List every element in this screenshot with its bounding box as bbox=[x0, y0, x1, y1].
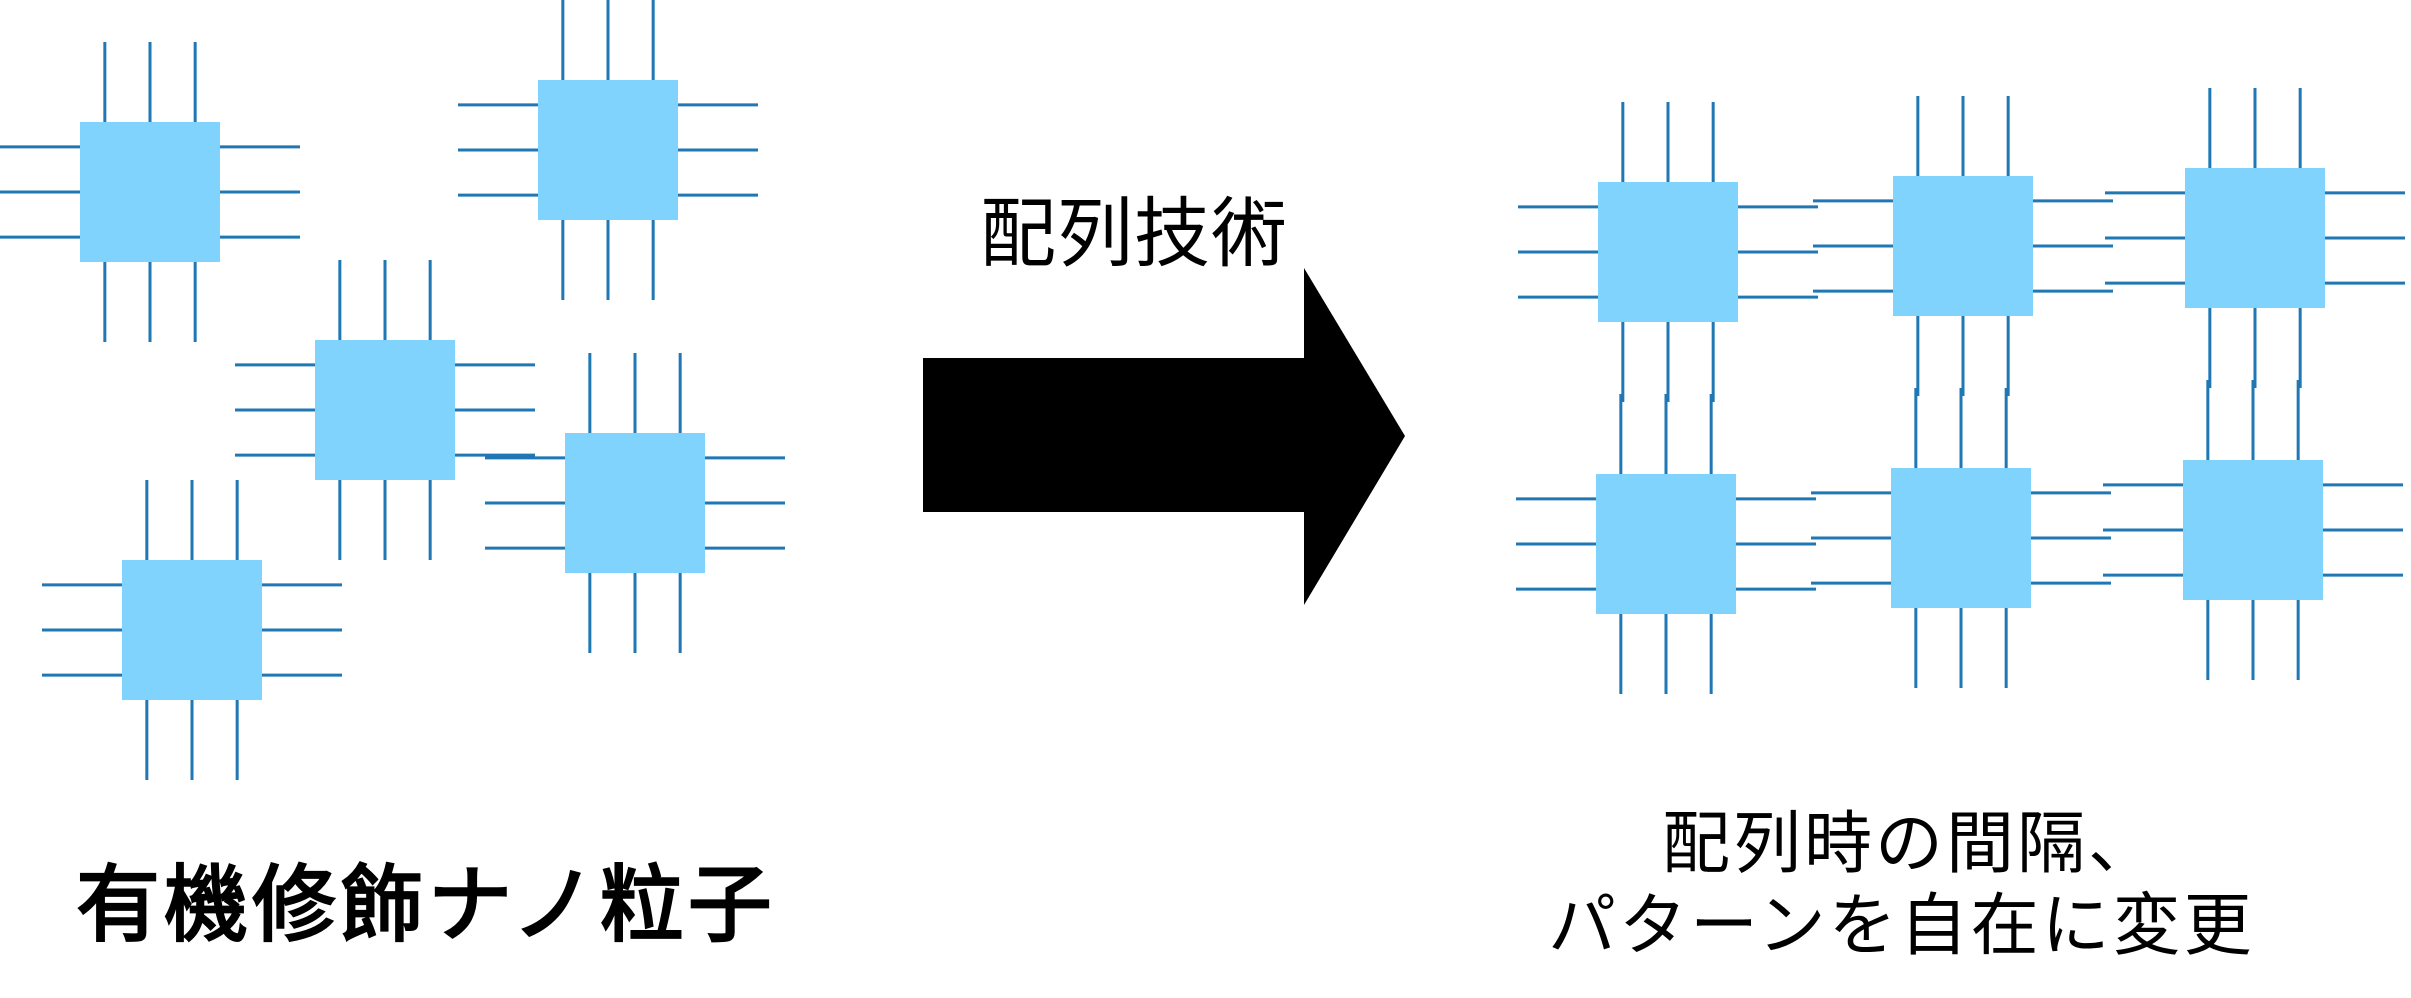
arrangement-technique-label: 配列技術 bbox=[980, 189, 1288, 278]
organic-modified-nanoparticles-label: 有機修飾ナノ粒子 bbox=[76, 856, 776, 954]
particle-core bbox=[2185, 168, 2325, 308]
particle-core bbox=[315, 340, 455, 480]
particle-core bbox=[1596, 474, 1736, 614]
particle-core bbox=[80, 122, 220, 262]
particle-core bbox=[1893, 176, 2033, 316]
nanoparticle bbox=[1516, 394, 1816, 694]
arrangement-arrow bbox=[923, 268, 1405, 605]
nanoparticle bbox=[1811, 388, 2111, 688]
nanoparticle bbox=[1518, 102, 1818, 402]
nanoparticle bbox=[485, 353, 785, 653]
particle-core bbox=[538, 80, 678, 220]
nanoparticle bbox=[2105, 88, 2405, 388]
nanoparticle bbox=[458, 0, 758, 300]
arrangement-result-label-line2: パターンを自在に変更 bbox=[1548, 887, 2255, 966]
nanoparticle bbox=[2103, 380, 2403, 680]
nanoparticle bbox=[1813, 96, 2113, 396]
particle-core bbox=[1891, 468, 2031, 608]
nanoparticle bbox=[235, 260, 535, 560]
nanoparticle bbox=[42, 480, 342, 780]
nanoparticle bbox=[0, 42, 300, 342]
particle-core bbox=[565, 433, 705, 573]
particle-core bbox=[2183, 460, 2323, 600]
arrangement-result-label-line1: 配列時の間隔、 bbox=[1662, 805, 2160, 884]
arrayed-particles-group bbox=[1516, 88, 2405, 694]
particle-core bbox=[1598, 182, 1738, 322]
random-particles-group bbox=[0, 0, 785, 780]
particle-core bbox=[122, 560, 262, 700]
